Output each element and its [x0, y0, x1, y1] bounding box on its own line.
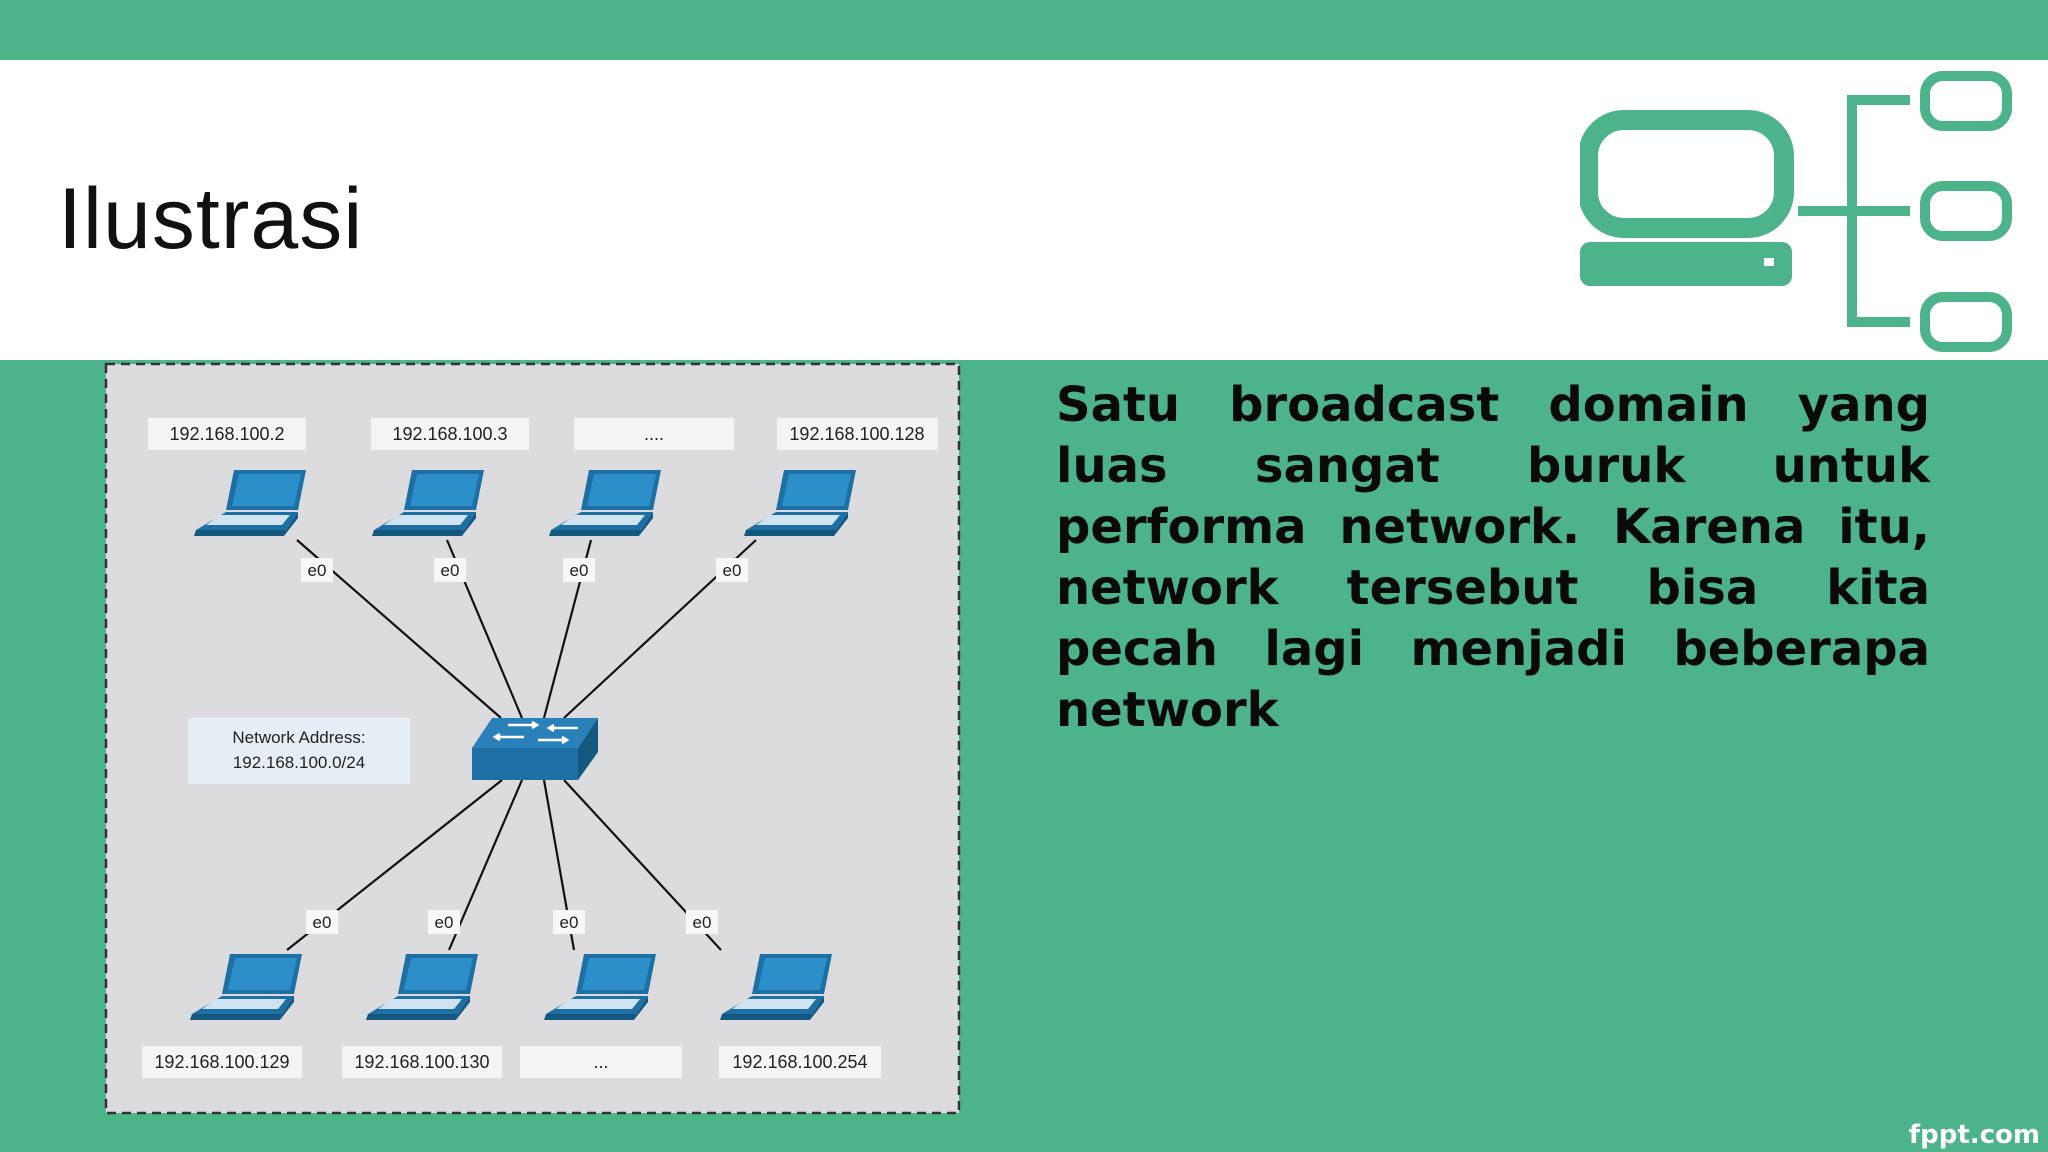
footer-brand: fppt.com — [1908, 1120, 2040, 1150]
port-label-top-1 — [301, 558, 333, 582]
ip-label-top-2 — [371, 418, 529, 450]
ip-text-bottom-4: 192.168.100.254 — [732, 1052, 867, 1072]
port-label-bottom-2 — [428, 910, 460, 934]
port-label-bottom-4 — [686, 910, 718, 934]
ip-text-bottom-3: ... — [593, 1052, 608, 1072]
body-paragraph: Satu broadcast domain yang luas sangat b… — [1056, 377, 1930, 738]
ip-text-bottom-1: 192.168.100.129 — [154, 1052, 289, 1072]
slide-title: Ilustrasi — [58, 171, 364, 267]
ip-label-top-4 — [777, 418, 938, 450]
port-text-top-4: e0 — [723, 561, 742, 580]
ip-label-bottom-1 — [142, 1046, 302, 1078]
network-diagram: 192.168.100.2 192.168.100.3 .... 192.168… — [104, 362, 961, 1115]
ip-label-bottom-3 — [520, 1046, 682, 1078]
computer-network-icon — [1580, 71, 2012, 352]
port-text-top-1: e0 — [308, 561, 327, 580]
ip-text-top-3: .... — [644, 424, 664, 444]
port-text-bottom-1: e0 — [313, 913, 332, 932]
link-bottom-2 — [447, 779, 524, 951]
network-address-label: Network Address: — [232, 728, 365, 747]
port-text-top-2: e0 — [441, 561, 460, 580]
ip-label-bottom-4 — [719, 1046, 881, 1078]
port-text-bottom-3: e0 — [560, 913, 579, 932]
port-label-top-4 — [716, 558, 748, 582]
port-label-top-2 — [434, 558, 466, 582]
port-label-top-3 — [563, 558, 595, 582]
ip-label-top-1 — [148, 418, 306, 450]
port-text-top-3: e0 — [570, 561, 589, 580]
ip-label-bottom-2 — [342, 1046, 502, 1078]
network-address-box — [188, 718, 410, 784]
network-address-value: 192.168.100.0/24 — [233, 753, 365, 772]
port-text-bottom-4: e0 — [693, 913, 712, 932]
ip-text-top-2: 192.168.100.3 — [392, 424, 507, 444]
port-text-bottom-2: e0 — [435, 913, 454, 932]
ip-label-top-3 — [574, 418, 734, 450]
top-accent-bar — [0, 0, 2048, 60]
port-label-bottom-3 — [553, 910, 585, 934]
ip-text-top-1: 192.168.100.2 — [169, 424, 284, 444]
ip-text-bottom-2: 192.168.100.130 — [354, 1052, 489, 1072]
switch-icon — [472, 718, 598, 780]
port-label-bottom-1 — [306, 910, 338, 934]
ip-text-top-4: 192.168.100.128 — [789, 424, 924, 444]
